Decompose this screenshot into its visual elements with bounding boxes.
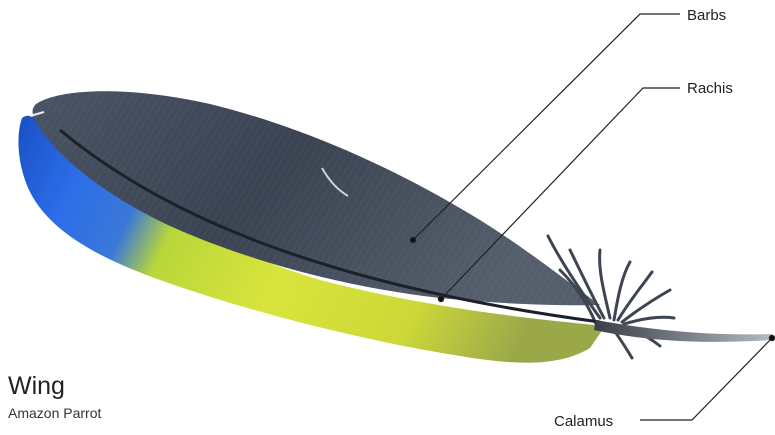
calamus-marker <box>769 335 774 340</box>
rachis-label: Rachis <box>687 80 733 97</box>
barbs-label: Barbs <box>687 7 726 24</box>
rachis-marker <box>438 296 443 301</box>
diagram-subtitle: Amazon Parrot <box>8 405 101 421</box>
calamus-leader <box>640 338 772 420</box>
diagram-title: Wing <box>8 372 65 401</box>
barbs-marker <box>410 237 415 242</box>
calamus-label: Calamus <box>554 413 613 430</box>
